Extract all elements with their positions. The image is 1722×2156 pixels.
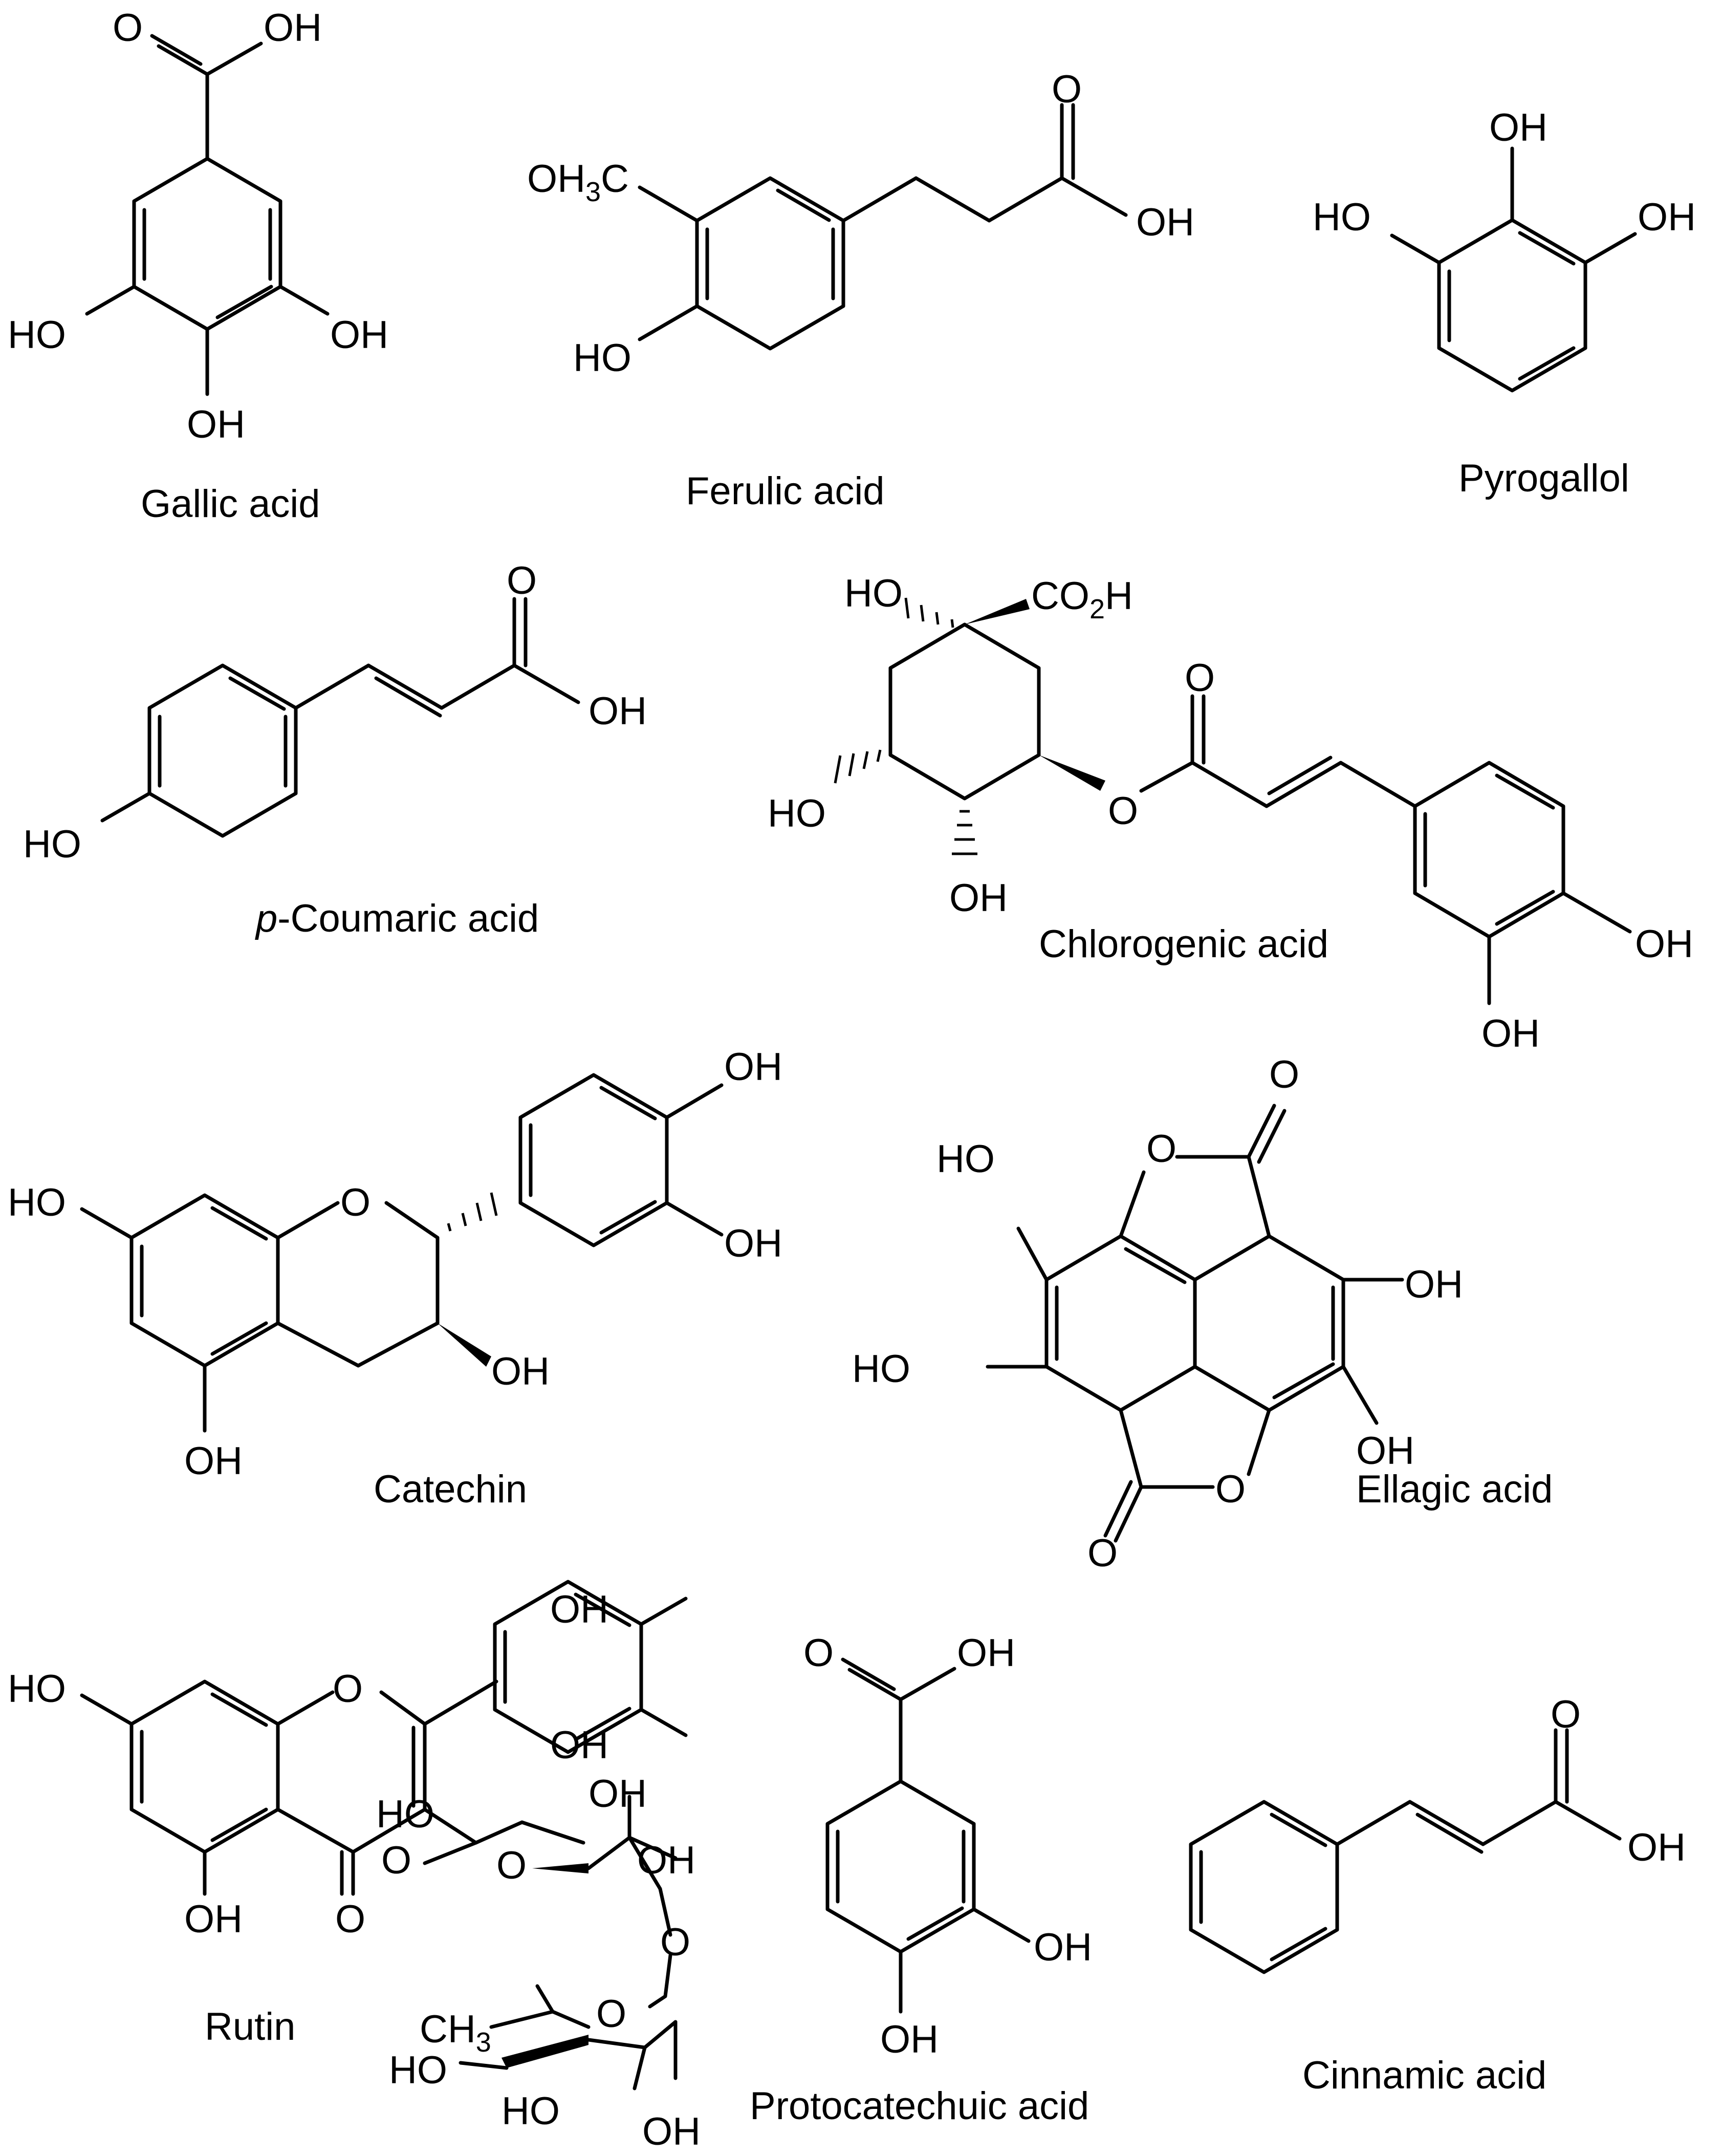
atom-ho: HO [768,792,826,835]
atom-oh: OH [957,1631,1015,1675]
atom-o: O [803,1631,834,1675]
atom-o: O [660,1921,690,1964]
atom-oh: OH [1481,1012,1540,1055]
atom-ho: HO [8,1667,66,1711]
atom-o: O [333,1667,363,1711]
atom-oh: OH [588,689,647,733]
caption-pyrogallol: Pyrogallol [1458,457,1629,500]
atom-o: O [340,1181,370,1224]
atom-oh: OH [1489,106,1547,149]
atom-oh: OH [1405,1263,1463,1306]
structure-ferulic-acid: O OH OH3C HO [527,68,1194,380]
atom-oh: OH [184,1898,243,1941]
atom-ho: HO [573,336,631,380]
caption-ellagic-acid: Ellagic acid [1356,1468,1553,1511]
atom-ho: HO [389,2049,447,2092]
atom-oh: OH [949,876,1008,920]
atom-oh: OH [264,6,322,50]
atom-ch3: CH3 [420,2008,491,2058]
atom-oh: OH [550,1723,608,1767]
caption-protocatechuic-acid: Protocatechuic acid [750,2084,1089,2128]
atom-ho: HO [502,2089,560,2133]
atom-oh: OH [1627,1826,1686,1869]
atom-oh: OH [184,1439,243,1483]
structure-gallic-acid: O OH HO OH OH [8,6,388,446]
structure-rutin: HO O O OH OH OH HO OH O O OH O CH3 O HO … [8,1580,701,2153]
caption-ferulic-acid: Ferulic acid [686,469,885,513]
atom-o: O [1215,1468,1246,1511]
structure-cinnamic-acid: O OH [1189,1693,1686,1974]
caption-cinnamic-acid: Cinnamic acid [1302,2054,1546,2097]
atom-o: O [1551,1693,1581,1736]
atom-oh: OH [1638,196,1696,239]
atom-co2h: CO2H [1031,574,1133,624]
atom-o: O [113,6,143,50]
atom-ho: HO [23,823,81,866]
structure-catechin: HO O OH OH OH OH [8,1045,782,1483]
atom-oh: OH [724,1045,782,1089]
atom-o: O [1087,1532,1118,1575]
structure-pyrogallol: OH HO OH [1313,106,1696,393]
atom-o: O [507,559,537,602]
atom-o: O [381,1839,411,1882]
caption-gallic-acid: Gallic acid [141,482,320,526]
atom-oh: OH [491,1350,550,1393]
structure-p-coumaric-acid: O OH HO [23,559,647,866]
atom-o: O [1146,1127,1176,1171]
atom-o: O [1185,656,1215,700]
atom-oh: OH [880,2018,939,2061]
atom-oh: OH [1034,1926,1092,1969]
caption-catechin: Catechin [374,1468,527,1511]
atom-ho: HO [8,313,66,357]
atom-oh: OH [588,1772,647,1816]
atom-o: O [1269,1053,1299,1096]
atom-oh: OH [330,313,388,357]
atom-o: O [496,1844,527,1887]
atom-oh: OH [187,403,245,446]
atom-o: O [596,1992,626,2036]
atom-oh: OH [1356,1429,1414,1473]
atom-oh: OH [1635,922,1693,966]
atom-o: O [335,1898,365,1941]
structure-protocatechuic-acid: O OH OH OH [803,1631,1092,2061]
atom-ho: HO [844,572,903,615]
atom-oh: OH [642,2110,701,2153]
atom-ho: HO [8,1181,66,1224]
structure-ellagic-acid: HO HO O O OH O O OH [852,1053,1463,1575]
atom-oh: OH [724,1222,782,1265]
atom-o: O [1052,68,1082,111]
caption-chlorogenic-acid: Chlorogenic acid [1039,922,1328,966]
atom-ho: HO [936,1137,995,1181]
caption-p-coumaric-acid: p-Coumaric acid [255,897,539,940]
atom-oh3c: OH3C [527,157,629,207]
atom-ho: HO [852,1347,910,1391]
atom-ho: HO [1313,196,1371,239]
structure-chlorogenic-acid: HO CO2H HO OH O O OH OH [768,572,1693,1055]
atom-ho: HO [376,1793,434,1836]
atom-oh: OH [637,1839,695,1882]
atom-oh: OH [1136,201,1194,244]
atom-oh: OH [550,1588,608,1631]
atom-o: O [1108,789,1138,833]
caption-rutin: Rutin [205,2005,295,2049]
